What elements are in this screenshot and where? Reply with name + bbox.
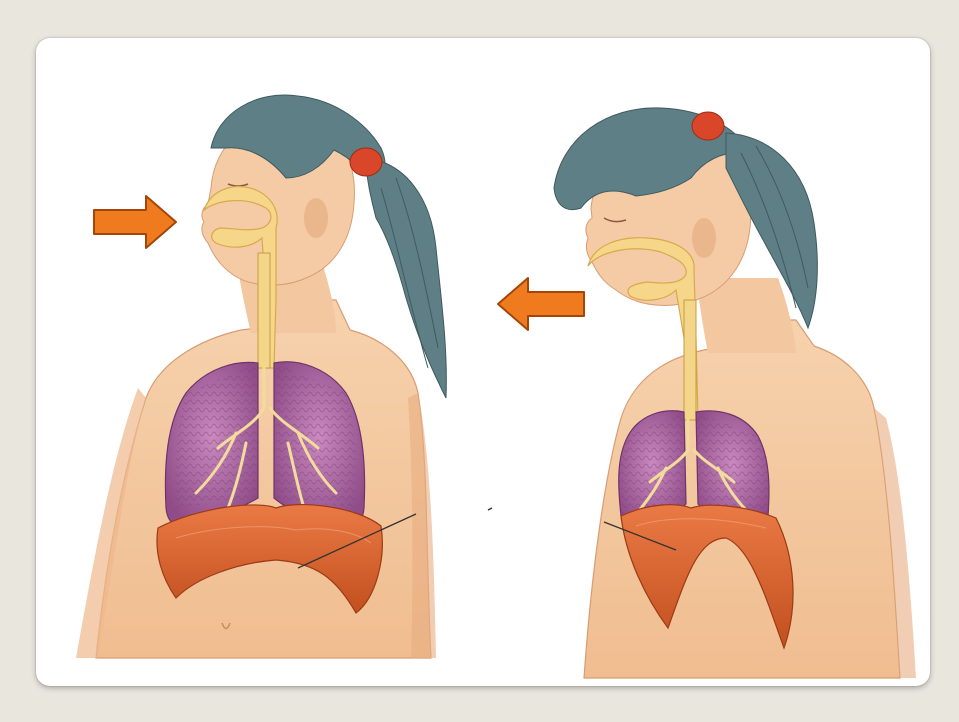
breathing-diagram [36, 38, 930, 686]
inhale-arrow [94, 196, 176, 248]
exhale-arrow [498, 278, 584, 330]
slide-card [36, 38, 930, 686]
figure-exhalation [488, 108, 916, 678]
ear-right [692, 218, 716, 258]
ear-left [304, 198, 328, 238]
hair-tie-left [350, 148, 382, 176]
trachea-left [258, 253, 270, 368]
tick-mark [488, 508, 492, 510]
figure-inhalation [76, 95, 446, 658]
hair-tie-right [692, 112, 724, 140]
trachea-right [684, 300, 696, 420]
